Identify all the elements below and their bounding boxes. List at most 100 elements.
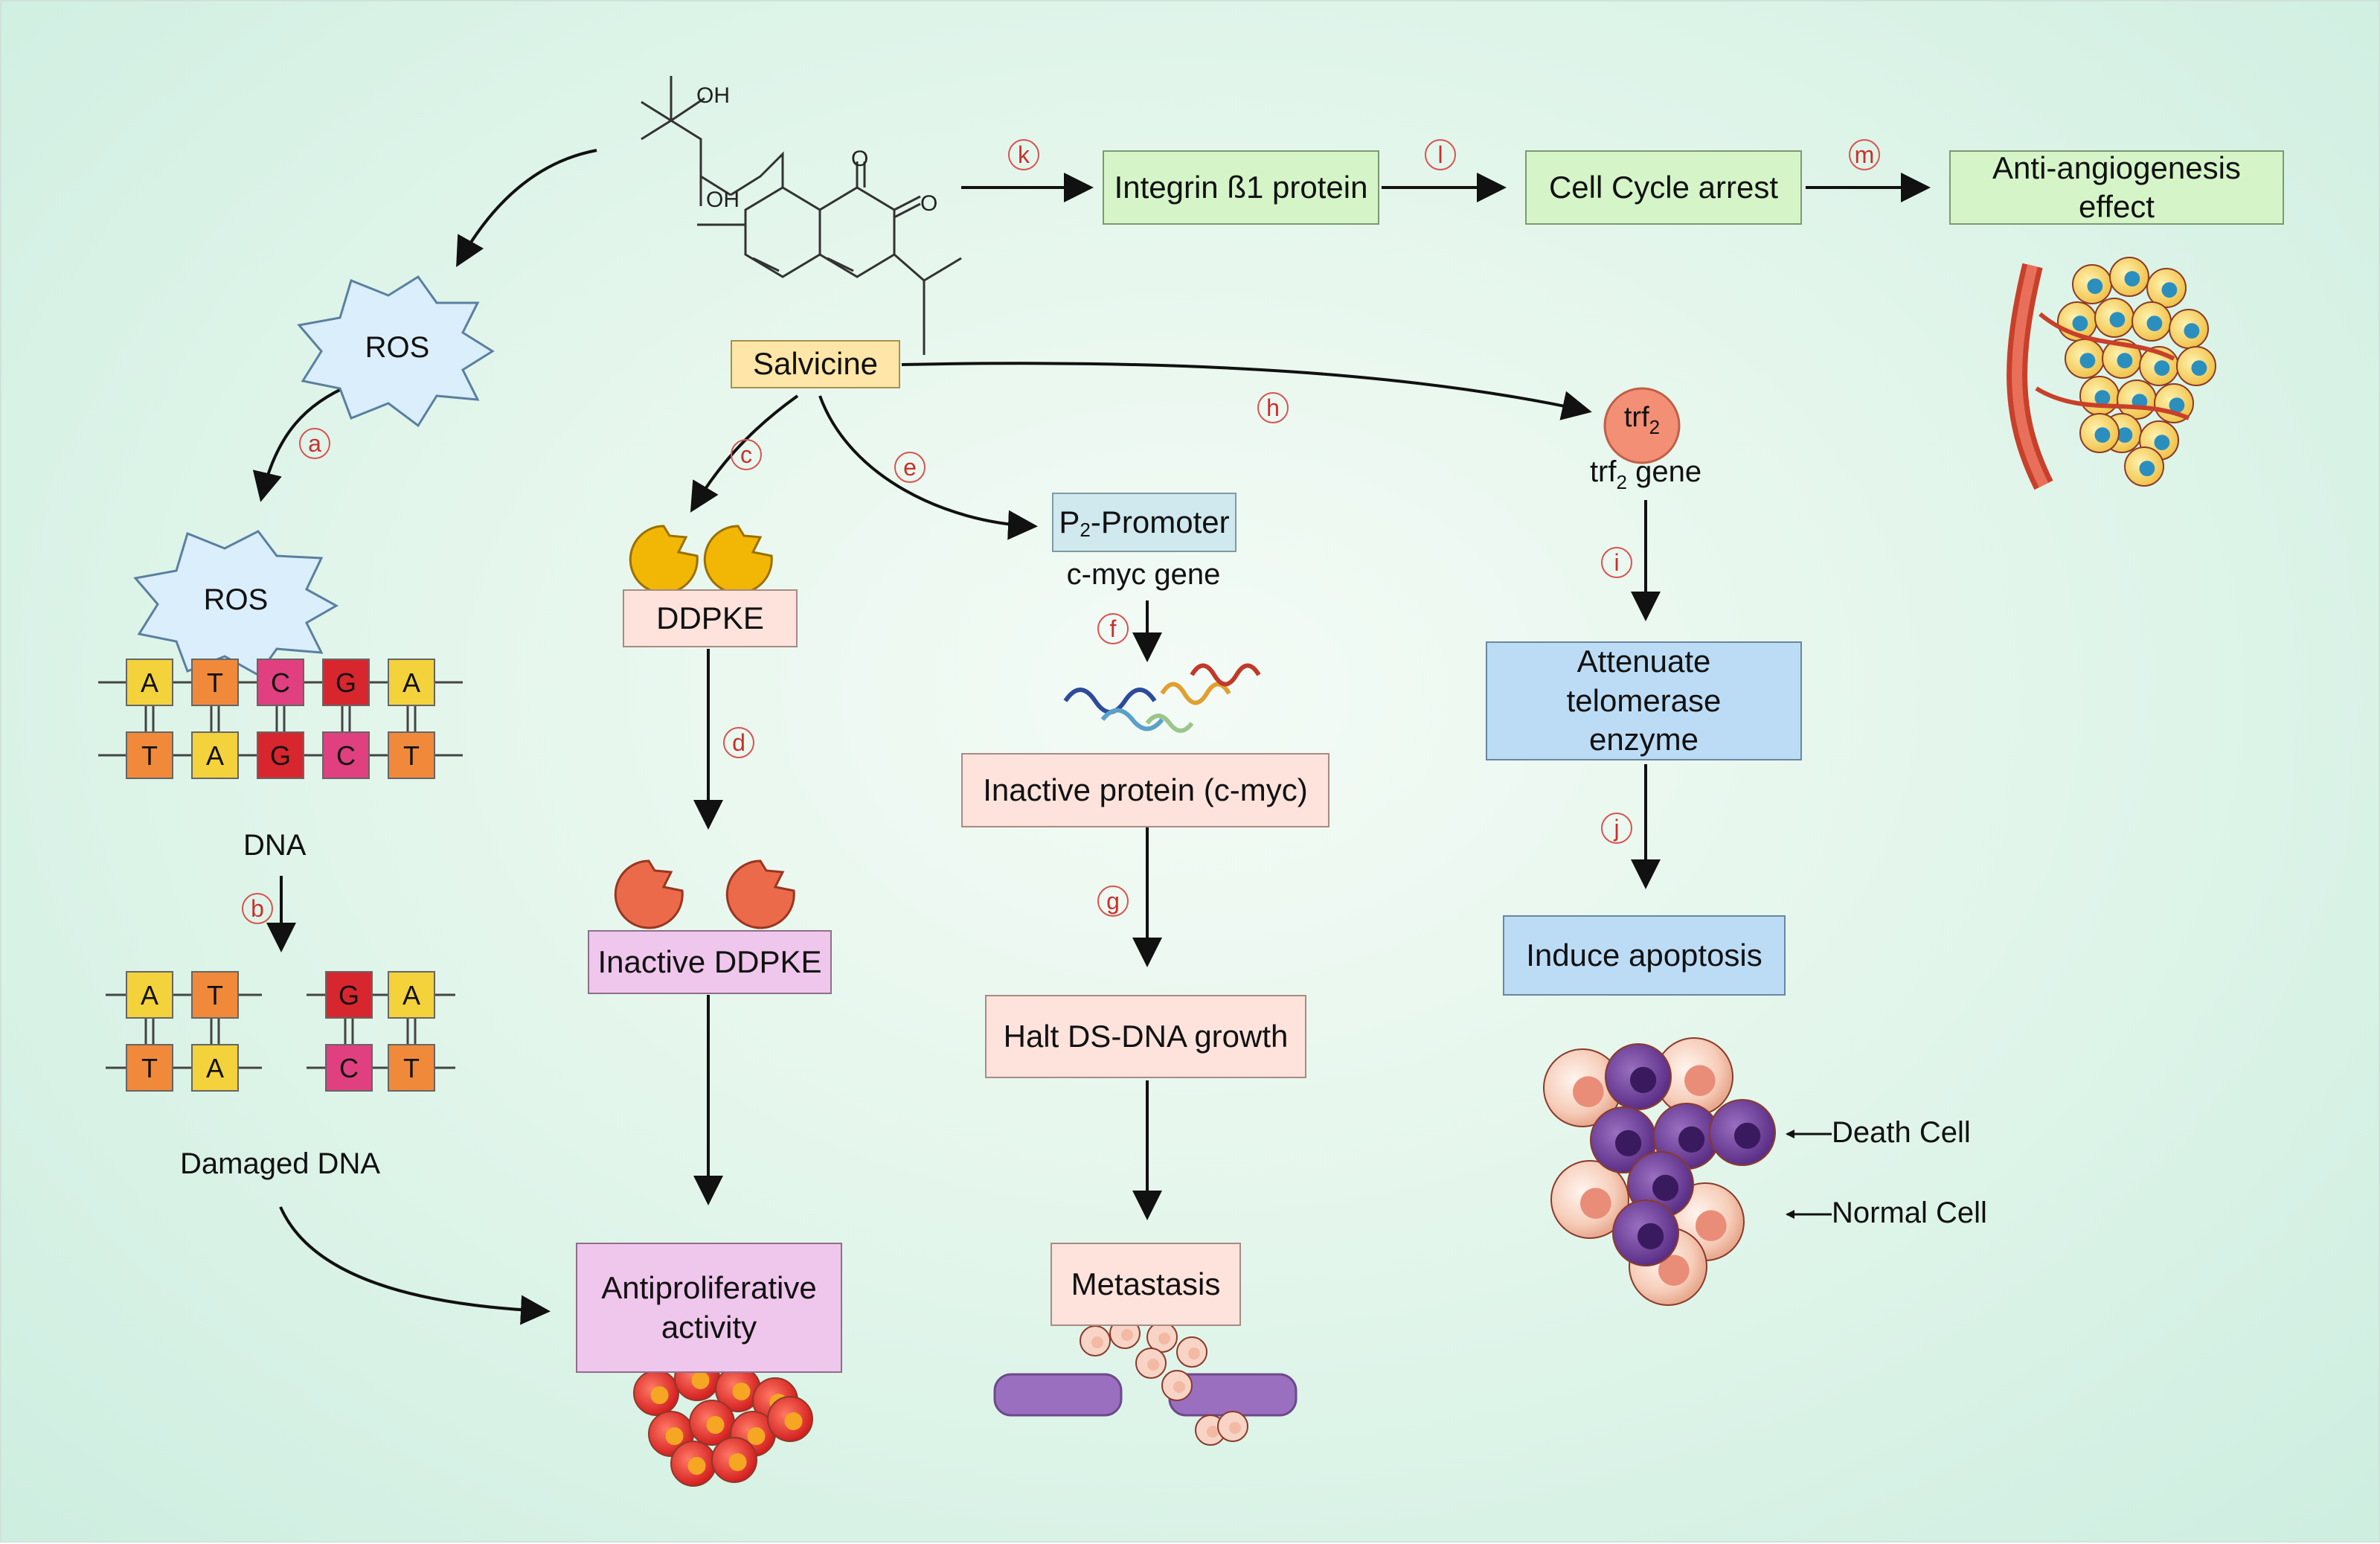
svg-text:A: A <box>141 667 158 698</box>
normal-cell <box>1550 1160 1629 1239</box>
dna-base-top: A <box>126 659 173 706</box>
svg-text:G: G <box>336 667 356 698</box>
cell-cycle-box: Cell Cycle arrest <box>1525 150 1802 225</box>
normal-cell <box>1655 1037 1733 1116</box>
step-marker-l: l <box>1425 139 1456 170</box>
molecule-oh-top: OH <box>696 83 730 108</box>
damaged-dna-base: T <box>191 971 239 1019</box>
arrow-e <box>818 395 1038 540</box>
tumor-cell <box>2109 257 2149 297</box>
p2-promoter-main: P <box>1059 504 1080 539</box>
damaged-dna-label: Damaged DNA <box>180 1147 381 1180</box>
dna-label: DNA <box>243 829 307 862</box>
damaged-dna-base: T <box>126 1044 173 1092</box>
metastasis-cell <box>1080 1325 1111 1356</box>
damaged-dna-base: A <box>388 971 435 1019</box>
damaged-dna-base: G <box>325 971 373 1019</box>
svg-text:C: C <box>271 667 290 698</box>
molecule-o-2: O <box>920 191 938 216</box>
p2-promoter-sub: 2 <box>1080 518 1091 541</box>
metastasis-cell <box>1135 1348 1167 1379</box>
svg-text:G: G <box>339 980 359 1010</box>
dna-base-top: C <box>257 659 304 706</box>
ddpke-box: DDPKE <box>623 589 798 647</box>
dna-base-bottom: T <box>388 731 435 779</box>
arrow-damaged-to-antiprolif <box>279 1206 551 1325</box>
molecule-oh-bottom: OH <box>706 188 740 212</box>
dna-base-top: T <box>191 659 239 706</box>
metastasis-box: Metastasis <box>1051 1243 1241 1326</box>
step-marker-g: g <box>1097 885 1129 917</box>
integrin-box: Integrin ß1 protein <box>1103 150 1379 225</box>
red-cell <box>711 1437 757 1483</box>
step-marker-d: d <box>723 727 754 758</box>
step-marker-e: e <box>894 452 926 483</box>
dna-base-bottom: T <box>126 731 173 779</box>
damaged-dna-base: A <box>126 971 173 1019</box>
proliferating-cells-illustration <box>633 1355 813 1487</box>
arrow-h <box>901 362 1592 420</box>
ros-bottom-label: ROS <box>204 583 269 616</box>
svg-text:T: T <box>403 1053 420 1083</box>
step-marker-k: k <box>1008 139 1039 170</box>
tumor-cell <box>2154 383 2194 423</box>
death-cell <box>1605 1043 1672 1110</box>
halt-dna-growth-box: Halt DS-DNA growth <box>985 995 1306 1078</box>
step-marker-c: c <box>731 439 762 470</box>
ros-top-label: ROS <box>365 331 430 364</box>
dna-ladder: A T C G A T A G C T <box>98 659 463 779</box>
ddpke-enzymes-active <box>629 525 773 595</box>
molecule-o-1: O <box>851 147 869 171</box>
svg-text:A: A <box>206 740 224 771</box>
tumor-cell <box>2176 346 2216 386</box>
svg-text:A: A <box>402 667 420 698</box>
tumor-cell <box>2169 309 2209 349</box>
svg-text:A: A <box>402 980 420 1010</box>
svg-text:C: C <box>336 740 356 771</box>
ros-burst-top: ROS <box>297 275 495 428</box>
tumor-cell <box>2079 413 2120 453</box>
arrow-a <box>252 383 352 502</box>
dna-base-bottom: A <box>191 731 239 779</box>
metastasis-cell <box>1146 1322 1178 1353</box>
svg-text:G: G <box>270 740 291 771</box>
tumor-cell <box>2065 339 2105 379</box>
step-marker-f: f <box>1097 613 1129 644</box>
dna-base-top: A <box>388 659 435 706</box>
red-cell <box>633 1370 679 1416</box>
trf2-protein-icon <box>1603 387 1681 464</box>
red-cell <box>689 1400 735 1446</box>
metastasis-cell <box>1176 1336 1207 1368</box>
svg-text:C: C <box>339 1053 359 1083</box>
anti-angiogenesis-box: Anti-angiogenesis effect <box>1949 150 2284 225</box>
trf2-gene-label: trf2 gene <box>1589 455 1702 493</box>
death-cell <box>1709 1099 1776 1166</box>
c-myc-protein-structure <box>1063 663 1261 733</box>
normal-cell-label: Normal Cell <box>1832 1197 1987 1229</box>
inactive-ddpke-box: Inactive DDPKE <box>588 930 832 994</box>
salvicine-box: Salvicine <box>731 340 900 388</box>
damaged-dna-base: A <box>191 1044 239 1092</box>
salvicine-molecule <box>641 76 962 355</box>
metastasis-illustration <box>993 1318 1298 1446</box>
death-cell-label: Death Cell <box>1832 1116 1971 1149</box>
damaged-dna-base: T <box>388 1044 435 1092</box>
step-marker-i: i <box>1601 547 1632 578</box>
ros-burst-bottom: ROS <box>133 530 339 676</box>
c-myc-gene-label: c-myc gene <box>1066 558 1221 591</box>
tumor-cell <box>2146 268 2187 308</box>
antiproliferative-box: Antiproliferative activity <box>576 1243 842 1373</box>
tumor-cell <box>2079 376 2120 416</box>
dna-base-top: G <box>322 659 370 706</box>
svg-text:T: T <box>207 667 223 698</box>
svg-text:A: A <box>206 1053 224 1083</box>
tumor-cell <box>2072 264 2112 304</box>
induce-apoptosis-box: Induce apoptosis <box>1503 915 1786 996</box>
dna-base-bottom: C <box>322 731 370 779</box>
p2-promoter-rest: -Promoter <box>1090 504 1230 539</box>
step-marker-j: j <box>1601 813 1632 844</box>
svg-text:A: A <box>141 980 158 1010</box>
